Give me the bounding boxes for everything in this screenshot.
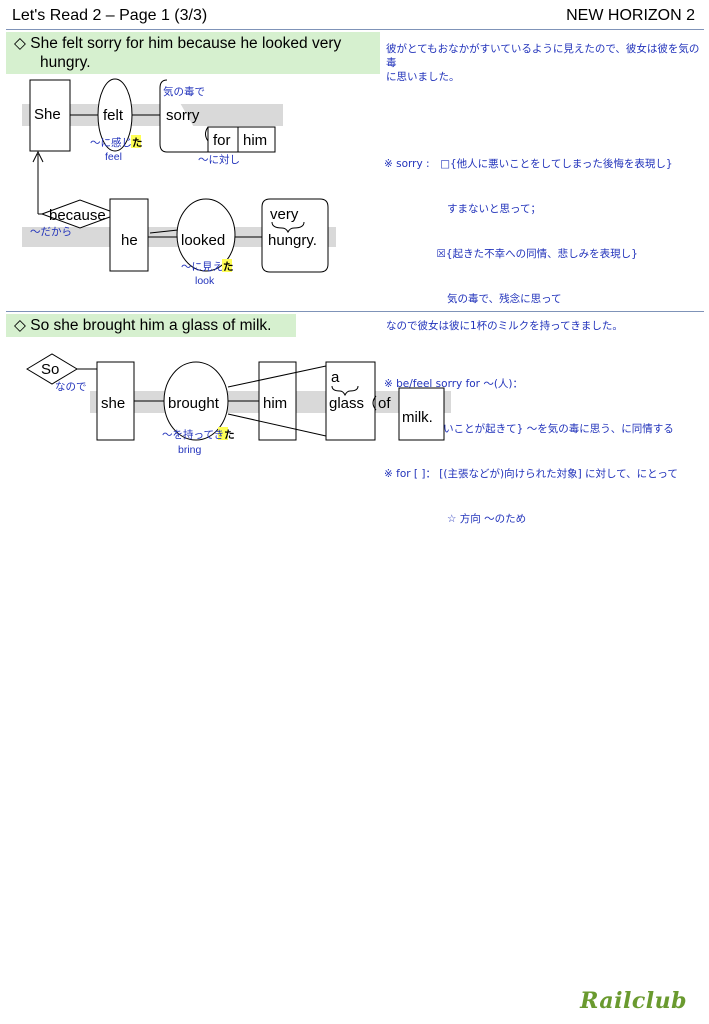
modifier-brace [205,126,209,142]
milk-box [398,387,445,441]
for-him-box [207,126,276,153]
translation-2: なので彼女は彼に1杯のミルクを持ってきました。 [386,320,623,332]
gloss-node: なので [55,381,87,393]
note-line: すまないと思って； [384,203,541,215]
gloss-wo-mottekita: ～を持ってきた [162,428,235,441]
sentence-diagram-1: She felt 気の毒で sorry for him ～に感じた feel ～… [22,78,336,287]
translation-1: 彼がとてもおなかがすいているように見えたので、彼女は彼を気の毒 に思いました。 [386,42,709,84]
header-divider [6,29,704,30]
gloss-ni-taishi: ～に対し [198,153,240,166]
word-hungry: hungry. [268,232,317,249]
section-divider [6,311,704,312]
page-title: Let's Read 2 – Page 1 (3/3) [12,7,208,24]
word-for: for [213,132,231,149]
translation-1-line-1: 彼がとてもおなかがすいているように見えたので、彼女は彼を気の毒 [386,43,700,69]
gloss-ni-kanjita: ～に感じた [90,136,143,149]
object-link-bottom [227,413,327,437]
arrow-up-icon [32,150,44,163]
note-line: 気の毒で、残念に思って [384,293,562,305]
railclub-logo: Railclub [580,988,687,1014]
word-she: She [34,106,61,123]
modifier-brace-a [331,385,359,397]
textbook-name: NEW HORIZON 2 [566,7,695,24]
word-sorry: sorry [166,107,200,124]
word-looked: looked [181,232,225,249]
word-a: a [331,369,340,386]
sorry-bracket [159,79,208,153]
looked-ellipse [176,198,236,272]
modifier-brace-very [271,221,305,234]
word-of: of [378,395,391,412]
sentence-1-line-1: She felt sorry for him because he looked… [30,35,342,52]
word-glass: glass [329,395,364,412]
object-link-top [227,365,327,388]
sentence-1-line-2: hungry. [40,54,91,71]
word-very: very [270,206,299,223]
diamond-bullet-icon: ◇ [14,317,26,334]
she-box [29,79,71,152]
gloss-bring: bring [178,444,202,456]
sentence-1: ◇ She felt sorry for him because he look… [6,32,380,74]
ta-highlight-2 [222,259,232,272]
word-milk: milk. [402,409,433,426]
word-because: because [49,207,106,224]
gloss-feel: feel [105,151,122,163]
sentence-2-text: So she brought him a glass of milk. [30,317,272,334]
gloss-dakara: ～だから [30,226,72,238]
diamond-bullet-icon: ◇ [14,35,26,52]
note-line: ☒{起きた不幸への同情、悲しみを表現し} [384,248,638,260]
ta-highlight-3 [218,427,228,440]
sentence-diagram-2: So なので she brought him a glass of milk. … [26,353,451,456]
word-him: him [243,132,267,149]
note-line: ※ sorry : □{他人に悪いことをしてしまった後悔を表現し} [384,158,673,170]
word-so: So [41,361,59,378]
he-box [109,198,149,272]
glass-box [325,361,376,441]
gloss-ni-mieta: ～に見えた [181,261,234,273]
gloss-kinodokude: 気の毒で [163,85,205,98]
note-line: ☆ 方向 ～のため [384,513,527,525]
word-he: he [121,232,138,249]
note-line: ※ for [ ]： [(主張などが)向けられた対象] に対して、にとって [384,468,678,480]
him-box [258,361,297,441]
ta-highlight [131,135,141,148]
word-him-2: him [263,395,287,412]
modifier-brace-of [372,395,377,411]
sentence-2: ◇ So she brought him a glass of milk. [6,314,296,337]
word-felt: felt [103,107,124,124]
note-line: ※ be/feel sorry for ～(人)： [384,378,524,390]
very-hungry-box [261,198,329,273]
gloss-look: look [195,275,215,287]
translation-1-line-2: に思いました。 [386,71,460,83]
word-brought: brought [168,395,220,412]
he-looked-link-2 [149,229,179,234]
word-she-2: she [101,395,125,412]
grammar-notes: ※ sorry : □{他人に悪いことをしてしまった後悔を表現し} すまないと思… [384,127,678,542]
